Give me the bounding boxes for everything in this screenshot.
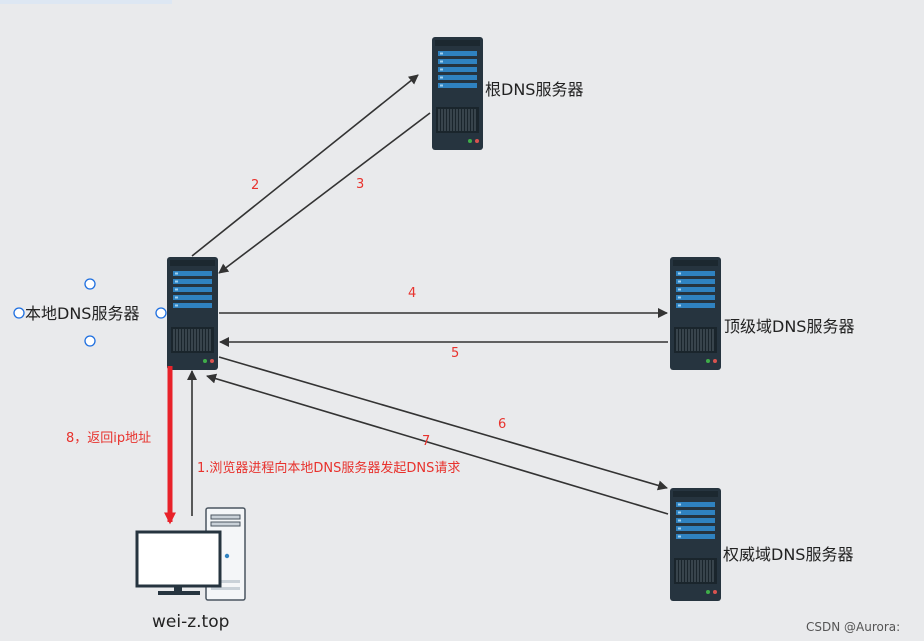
client-domain-label: wei-z.top [152,612,229,632]
arrow-step-3 [218,112,431,274]
local-dns-label[interactable]: 本地DNS服务器 [25,304,139,323]
step-4-label: 4 [408,286,416,301]
top-tab-strip [0,0,172,4]
step-7-label: 7 [422,434,430,449]
handle-left[interactable] [13,307,25,319]
arrow-step-7 [206,373,669,515]
step-3-label: 3 [356,177,364,192]
step-6-label: 6 [498,417,506,432]
local-dns-server-icon[interactable] [166,256,219,371]
root-dns-server-icon [431,36,484,151]
step-2-label: 2 [251,178,259,193]
arrow-step-6 [218,356,668,491]
step-8-label: 8，返回ip地址 [66,431,151,446]
step-5-label: 5 [451,346,459,361]
handle-bottom[interactable] [84,335,96,347]
step-1-label: 1.浏览器进程向本地DNS服务器发起DNS请求 [197,460,460,476]
csdn-watermark: CSDN @Aurora: [806,620,900,634]
authoritative-dns-server-icon [669,487,722,602]
authoritative-dns-label: 权威域DNS服务器 [723,545,853,564]
tld-dns-server-icon [669,256,722,371]
tld-dns-label: 顶级域DNS服务器 [724,317,854,336]
client-computer-icon [135,507,246,601]
arrow-step-2 [191,74,419,257]
selection-handles[interactable] [13,278,167,347]
root-dns-label: 根DNS服务器 [485,80,583,99]
handle-top[interactable] [84,278,96,290]
handle-right[interactable] [155,307,167,319]
